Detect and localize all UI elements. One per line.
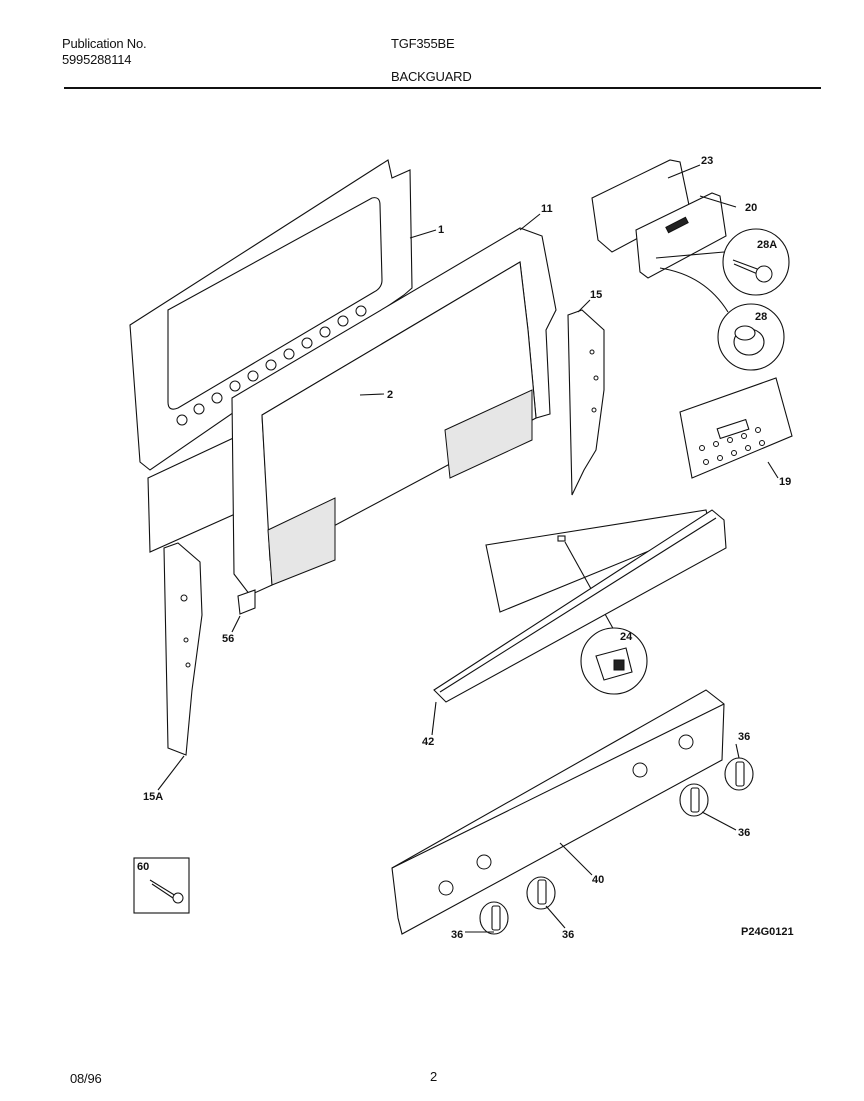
callout-15a: 15A bbox=[143, 791, 163, 803]
callout-36-right: 36 bbox=[738, 827, 750, 839]
knob-4 bbox=[724, 757, 754, 791]
callout-36-left: 36 bbox=[451, 929, 463, 941]
detail-28a bbox=[655, 228, 790, 296]
callout-11: 11 bbox=[541, 203, 553, 215]
detail-24 bbox=[580, 627, 648, 695]
publication-number: 5995288114 bbox=[62, 52, 132, 67]
callout-2: 2 bbox=[387, 389, 393, 401]
side-bracket-right bbox=[567, 309, 605, 496]
callout-40: 40 bbox=[592, 874, 604, 886]
page-number: 2 bbox=[430, 1069, 438, 1084]
callout-36-middle: 36 bbox=[562, 929, 574, 941]
knob-3 bbox=[679, 783, 709, 817]
callout-28: 28 bbox=[755, 311, 767, 323]
control-bar bbox=[391, 689, 725, 935]
leader-lines bbox=[157, 164, 779, 933]
control-panel bbox=[679, 377, 793, 479]
diagram-code: P24G0121 bbox=[741, 926, 794, 938]
callout-56: 56 bbox=[222, 633, 234, 645]
callout-28a: 28A bbox=[757, 239, 777, 251]
model-number: TGF355BE bbox=[391, 36, 455, 51]
section-title: BACKGUARD bbox=[391, 69, 472, 84]
footer-date: 08/96 bbox=[70, 1071, 102, 1086]
knob-2 bbox=[526, 876, 556, 910]
callout-19: 19 bbox=[779, 476, 791, 488]
callout-23: 23 bbox=[701, 155, 713, 167]
callout-1: 1 bbox=[438, 224, 444, 236]
detail-28 bbox=[659, 267, 785, 371]
rear-panel bbox=[129, 159, 413, 471]
screw-box bbox=[133, 857, 190, 914]
callout-24: 24 bbox=[620, 631, 633, 643]
callout-15: 15 bbox=[590, 289, 602, 301]
front-frame bbox=[231, 227, 557, 596]
display-board bbox=[591, 159, 727, 279]
callout-36-top: 36 bbox=[738, 731, 750, 743]
header-rule bbox=[64, 87, 821, 89]
side-bracket-left bbox=[163, 542, 203, 756]
trim-rail bbox=[433, 509, 727, 703]
bracket-56 bbox=[237, 589, 256, 615]
publication-label: Publication No. bbox=[62, 36, 147, 51]
callout-60: 60 bbox=[137, 861, 149, 873]
knob-1 bbox=[479, 901, 509, 935]
callout-20: 20 bbox=[745, 202, 757, 214]
callout-42: 42 bbox=[422, 736, 434, 748]
